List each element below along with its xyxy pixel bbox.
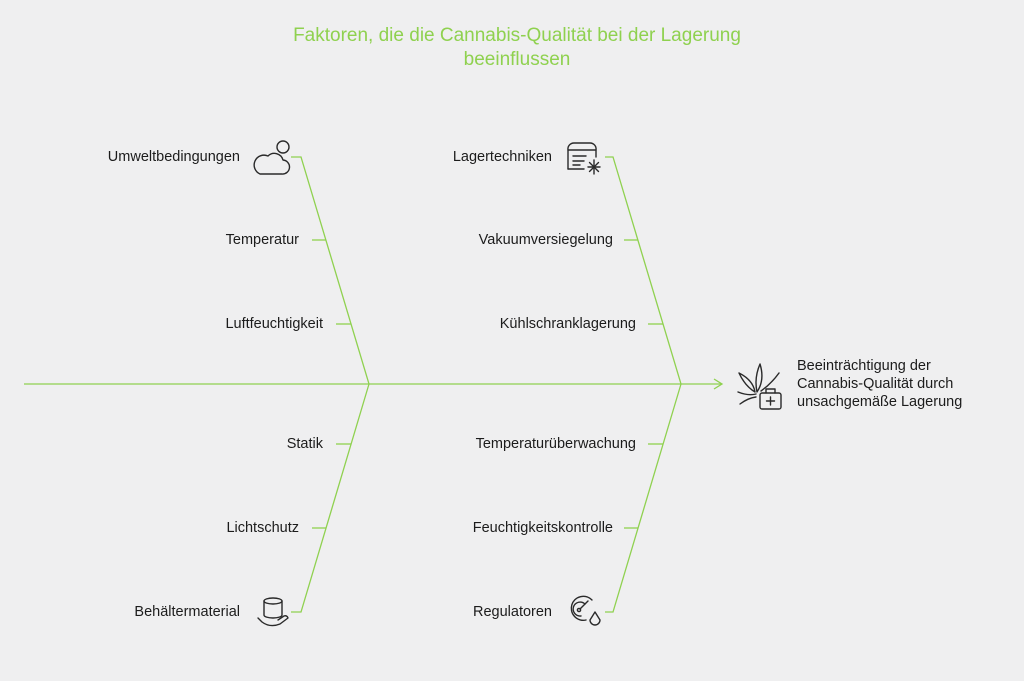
cause-temperatur: Temperatur xyxy=(225,232,299,248)
cause-kuehlschranklagerung: Kühlschranklagerung xyxy=(499,316,636,332)
storage-snowflake-icon xyxy=(567,142,601,175)
category-umweltbedingungen: Umweltbedingungen xyxy=(107,149,240,165)
bone-behaeltermaterial xyxy=(291,383,370,613)
bone-umweltbedingungen xyxy=(291,156,370,385)
spine-arrowhead xyxy=(713,378,724,390)
cause-feuchtigkeitskontrolle: Feuchtigkeitskontrolle xyxy=(472,520,613,536)
bone-regulatoren xyxy=(605,383,682,613)
effect-label: Beeinträchtigung der Cannabis-Qualität d… xyxy=(797,357,997,411)
effect-line-1: Beeinträchtigung der xyxy=(797,358,931,374)
title-line-1: Faktoren, die die Cannabis-Qualität bei … xyxy=(293,25,741,46)
hand-container-icon xyxy=(257,597,289,627)
title-line-2: beeinflussen xyxy=(463,49,571,70)
cause-temperaturueberwachung: Temperaturüberwachung xyxy=(475,436,636,452)
cause-lichtschutz: Lichtschutz xyxy=(226,520,299,536)
category-regulatoren: Regulatoren xyxy=(473,604,552,620)
effect-line-2: Cannabis-Qualität durch xyxy=(797,376,954,392)
diagram-title: Faktoren, die die Cannabis-Qualität bei … xyxy=(0,24,1024,72)
cloud-sun-icon xyxy=(253,140,291,175)
bone-lagertechniken xyxy=(605,156,682,385)
gauge-drop-icon xyxy=(570,595,601,626)
cause-luftfeuchtigkeit: Luftfeuchtigkeit xyxy=(225,316,323,332)
category-behaeltermaterial: Behältermaterial xyxy=(134,604,240,620)
cause-statik: Statik xyxy=(286,436,323,452)
effect-line-3: unsachgemäße Lagerung xyxy=(797,394,963,410)
cause-vakuumversiegelung: Vakuumversiegelung xyxy=(478,232,613,248)
cannabis-medical-kit-icon xyxy=(737,363,782,410)
category-lagertechniken: Lagertechniken xyxy=(452,149,552,165)
